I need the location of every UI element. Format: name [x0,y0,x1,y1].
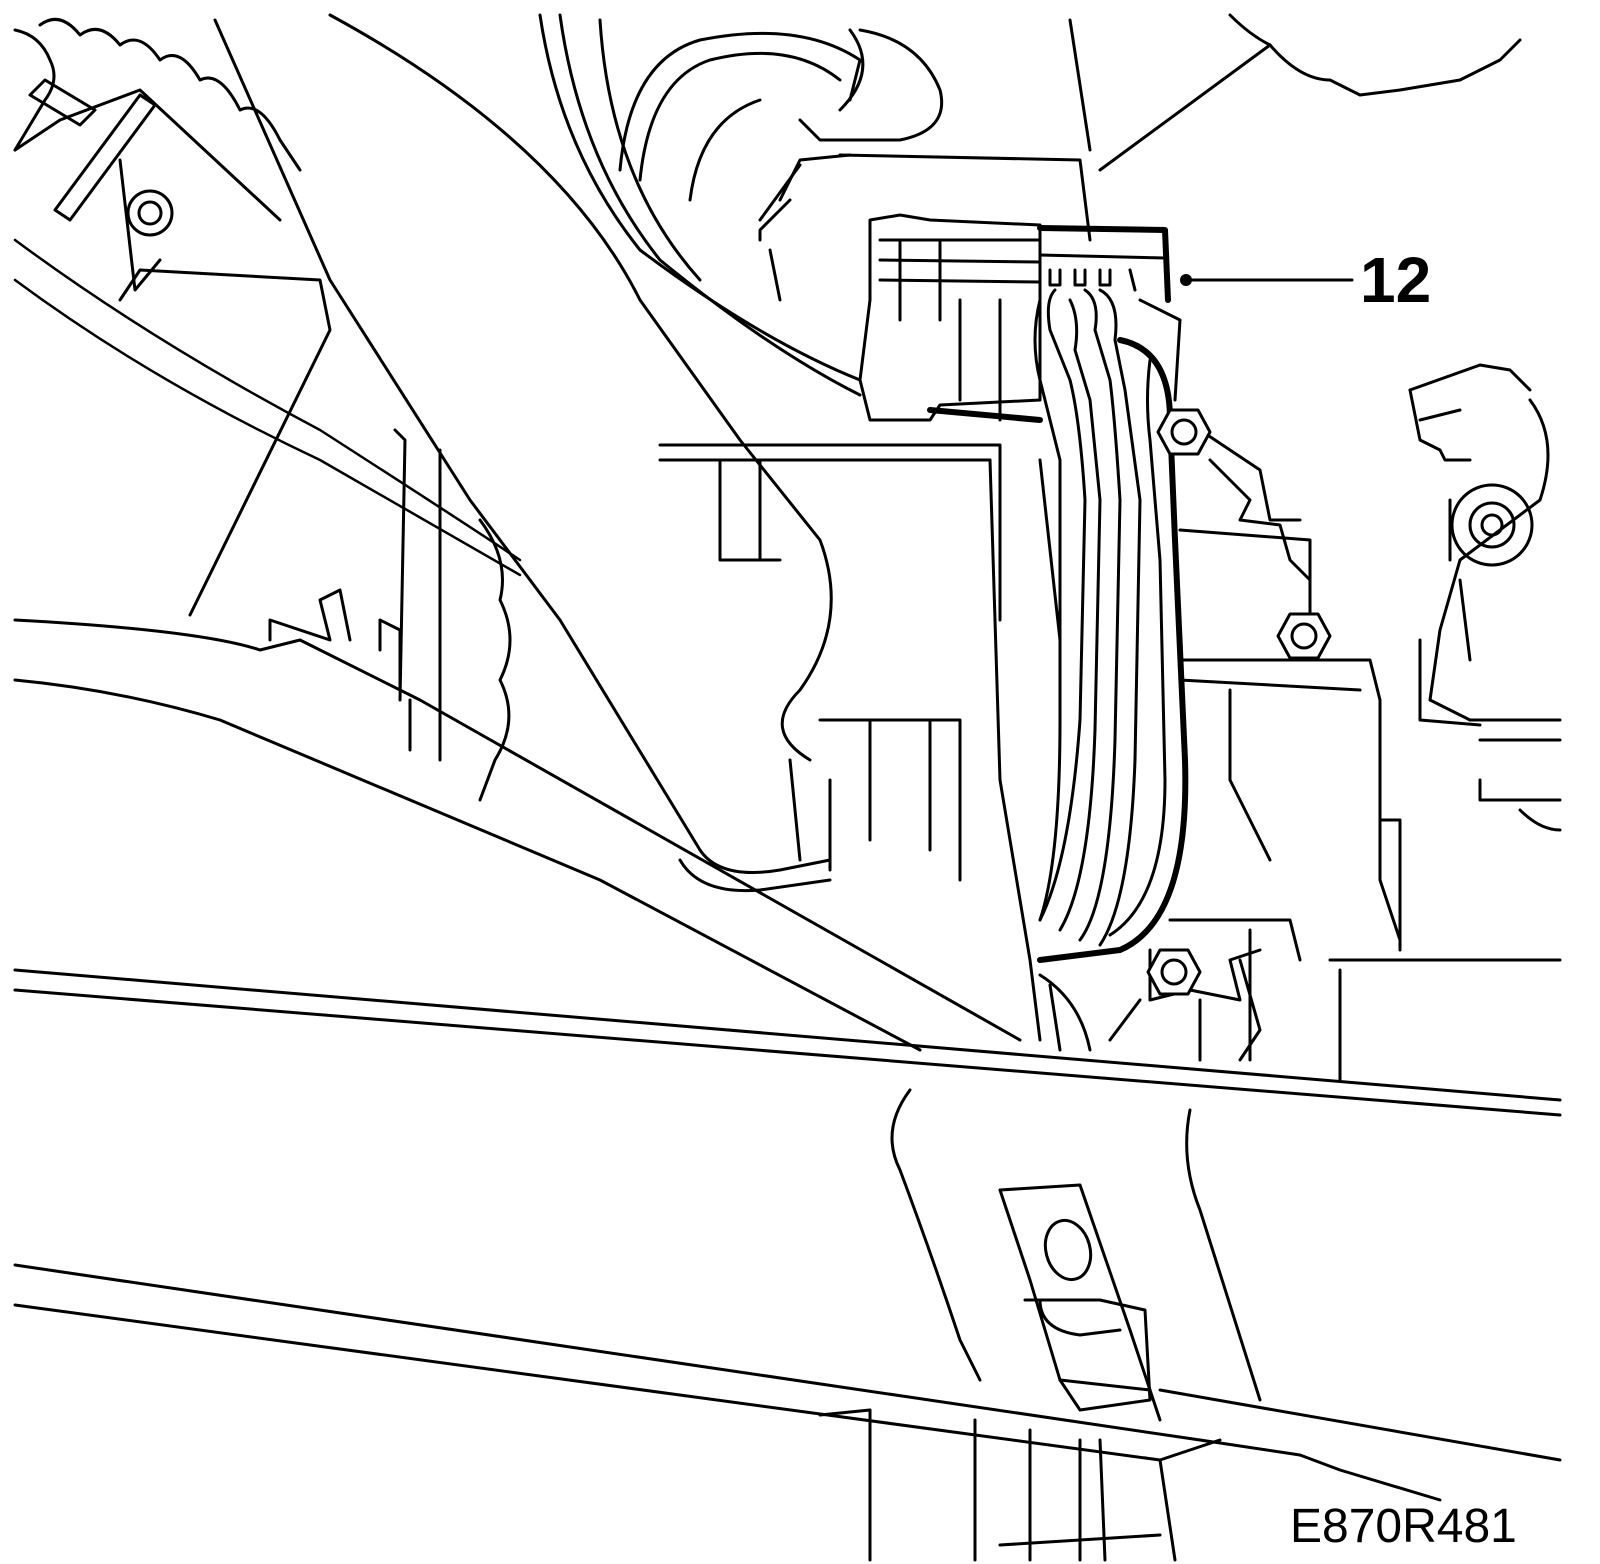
left-panel [13,268,1022,1052]
figure-reference: E870R481 [1290,1500,1517,1553]
lower-structure [818,1408,1177,1562]
wiring-connector [858,213,1182,423]
diagonal-pipe [213,13,833,893]
callout-12: 12 [1180,244,1431,316]
front-panel [890,1088,1262,1422]
upper-left-bracket [13,17,302,292]
upper-wiring-loops [538,13,944,397]
cross-member [13,968,1562,1502]
left-cable [13,238,522,577]
right-bracket [1408,363,1562,832]
bolt [1276,612,1332,660]
bolts [1146,408,1332,996]
wire-harness [1033,288,1189,963]
bolt [1146,948,1202,996]
bolt [1156,408,1212,456]
right-housing [1038,428,1562,1082]
callout-number: 12 [1360,244,1431,316]
callout-dot [1180,274,1192,286]
central-housing [658,153,1092,1042]
upper-right-contour [1068,13,1522,172]
